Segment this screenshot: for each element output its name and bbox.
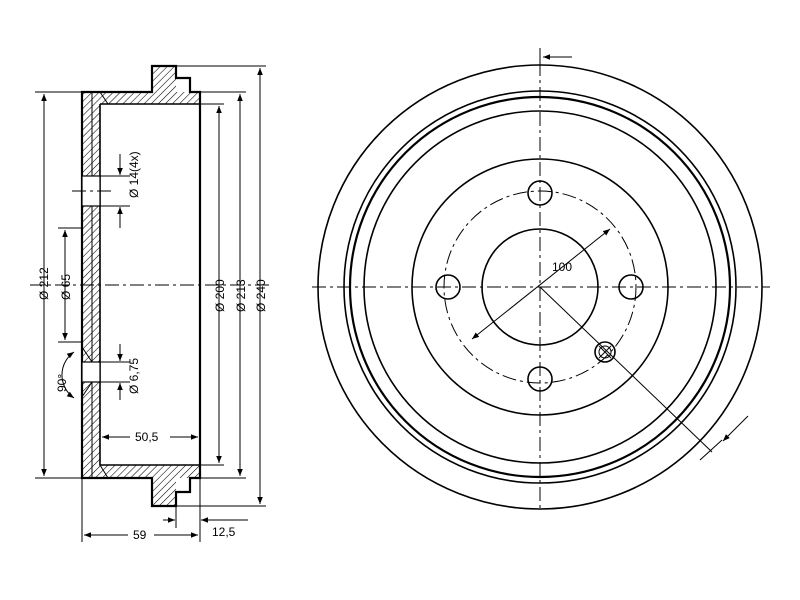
bolt-hole-right: [618, 274, 644, 300]
dim-pitch-circle: 100: [471, 228, 611, 340]
pin-hole-inner: [598, 345, 612, 359]
dim-diameter-200-label: Ø 200: [213, 279, 227, 312]
bolt-hole-bottom: [527, 366, 553, 392]
dim-pitch-circle-label: 100: [552, 260, 572, 274]
dim-angle-label: 90°: [55, 374, 69, 392]
dim-diameter-240-label: Ø 240: [254, 279, 268, 312]
dim-diameter-65-label: Ø 65: [59, 274, 73, 300]
dim-rim-width: 12,5: [163, 506, 248, 539]
dim-bolt-hole-label: Ø 14(4x): [127, 151, 141, 198]
dim-diameter-212: Ø 212: [35, 91, 82, 479]
dim-total-width-label: 59: [133, 528, 147, 542]
dim-diameter-212-label: Ø 212: [37, 267, 51, 300]
dim-pin-hole-label: Ø 6,75: [127, 358, 141, 394]
dim-bolt-hole: Ø 14(4x): [100, 151, 141, 228]
dim-angle-90: 90°: [55, 351, 75, 399]
dim-rim-width-label: 12,5: [212, 525, 236, 539]
dim-diameter-65: Ø 65: [58, 227, 82, 343]
dim-diameter-200: Ø 200: [200, 103, 227, 466]
dim-diameter-240: Ø 240: [176, 65, 268, 507]
bolt-hole-left: [435, 274, 461, 300]
dim-inner-depth-label: 50,5: [135, 430, 159, 444]
dim-diameter-213: Ø 213: [200, 91, 248, 479]
dim-total-width: 59: [81, 478, 201, 543]
dim-inner-depth: 50,5: [102, 428, 198, 444]
drum-section-profile: [72, 64, 202, 508]
side-section-view: Ø 212 Ø 65 Ø 14(4x) Ø 6,75 9: [30, 64, 270, 543]
pin-hole-outer: [594, 341, 616, 363]
dim-pin-hole: Ø 6,75: [100, 344, 141, 400]
front-view: 100: [312, 48, 770, 510]
dim-diameter-213-label: Ø 213: [234, 279, 248, 312]
bolt-hole-top: [527, 180, 553, 206]
